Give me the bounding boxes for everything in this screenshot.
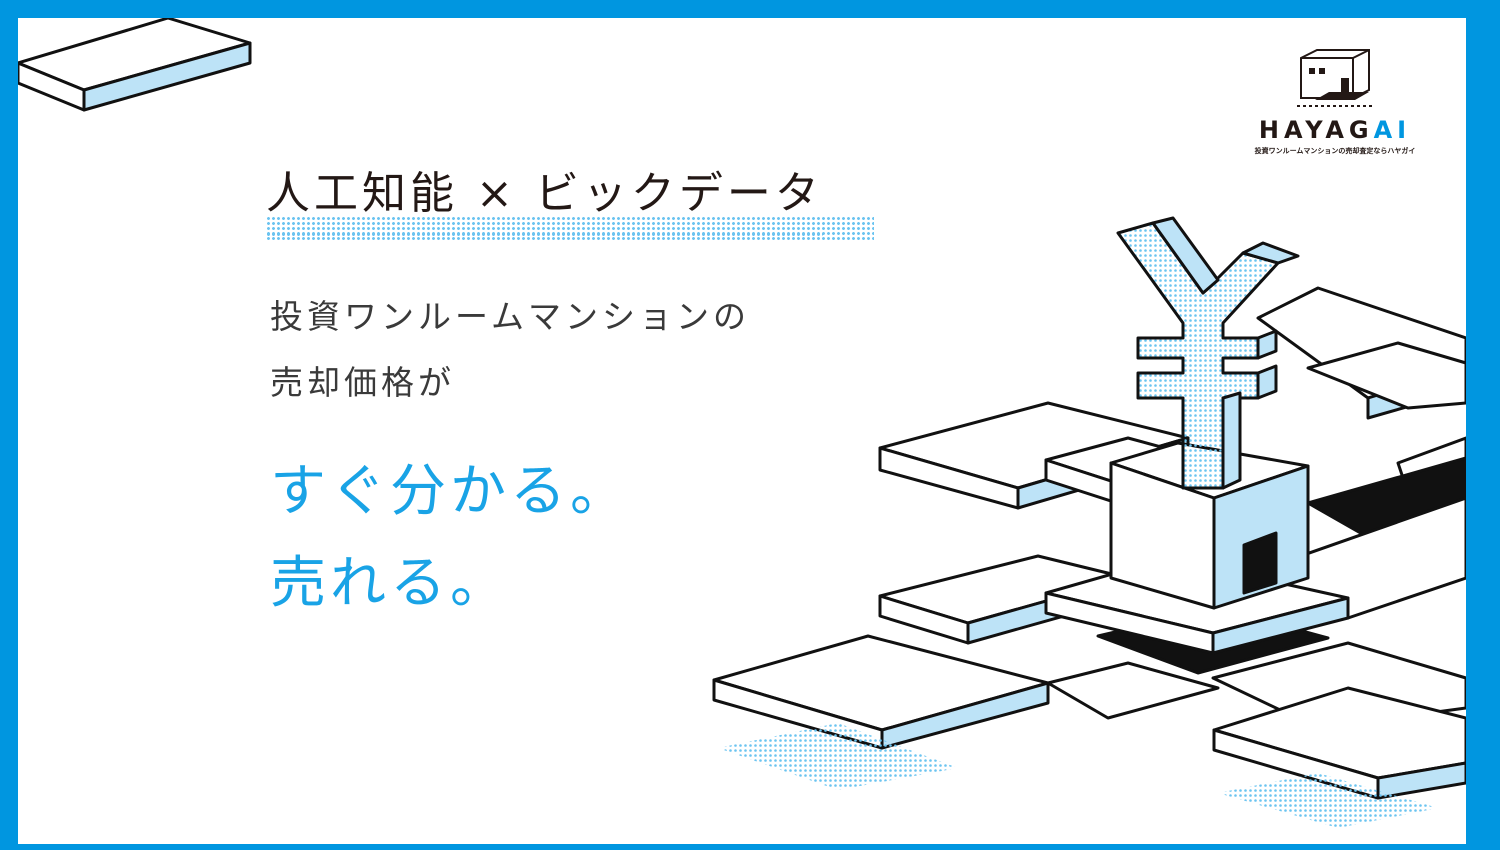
logo-wordmark-main: HAYAG <box>1258 116 1374 144</box>
logo-tagline: 投資ワンルームマンションの売却査定ならハヤガイ <box>1254 147 1416 155</box>
tagline-line-2: 売れる。 <box>270 551 510 616</box>
floating-slab-bottomleft <box>712 634 1050 750</box>
house-box <box>1109 441 1310 610</box>
yen-symbol-icon <box>1116 216 1300 490</box>
logo-wordmark: HAYAGAI <box>1230 116 1440 144</box>
house-logo-icon <box>1297 49 1373 107</box>
logo-wordmark-ai: AI <box>1373 116 1412 144</box>
subheadline-line-1: 投資ワンルームマンションの <box>270 297 751 336</box>
subheadline-line-2: 売却価格が <box>270 363 455 402</box>
tagline-line-1: すぐ分かる。 <box>270 459 630 524</box>
hero-panel: 人工知能 × ビックデータ 投資ワンルームマンションの 売却価格が すぐ分かる。… <box>18 18 1466 844</box>
headline: 人工知能 × ビックデータ <box>266 168 823 237</box>
hayagai-logo[interactable]: HAYAGAI 投資ワンルームマンションの売却査定ならハヤガイ <box>1230 48 1440 156</box>
subheadline: 投資ワンルームマンションの 売却価格が <box>270 284 750 416</box>
floating-slab-topleft <box>18 18 252 112</box>
tagline: すぐ分かる。 売れる。 <box>270 446 630 630</box>
isometric-illustration <box>18 18 1466 828</box>
